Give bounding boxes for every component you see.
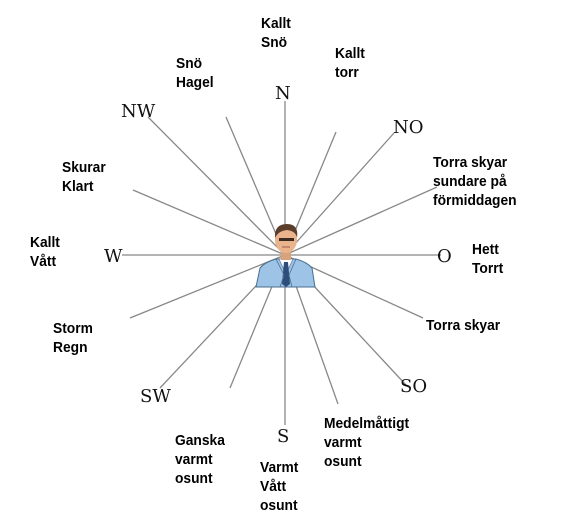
spoke-wnw xyxy=(132,189,286,256)
label-right-upper: Torra skyar sundare på förmiddagen xyxy=(433,154,517,209)
spoke-no xyxy=(284,132,395,256)
compass-no: NO xyxy=(393,117,424,138)
spoke-nw xyxy=(147,116,286,256)
label-bottom-center: Varmt Vått osunt xyxy=(260,459,299,514)
spoke-ene xyxy=(284,186,438,256)
compass-s: S xyxy=(277,426,289,447)
compass-nw: NW xyxy=(121,101,156,122)
label-top-center: Kallt Snö xyxy=(261,15,291,51)
label-left-mid: Kallt Vått xyxy=(30,234,60,270)
compass-n: N xyxy=(275,83,291,104)
label-top-left: Snö Hagel xyxy=(176,55,214,91)
label-left-lower: Storm Regn xyxy=(53,320,93,356)
label-bottom-right: Medelmåttigt varmt osunt xyxy=(324,415,410,470)
label-top-right: Kallt torr xyxy=(335,45,365,81)
label-right-lower: Torra skyar xyxy=(426,317,501,334)
spoke-nne-b xyxy=(225,116,286,256)
spoke-wsw xyxy=(129,254,286,319)
compass-sw: SW xyxy=(140,386,171,407)
label-bottom-left: Ganska varmt osunt xyxy=(175,432,225,487)
compass-w: W xyxy=(104,246,123,267)
compass-o: O xyxy=(437,246,452,267)
compass-so: SO xyxy=(400,376,427,397)
label-left-upper: Skurar Klart xyxy=(62,159,106,195)
label-right-mid: Hett Torrt xyxy=(472,241,504,277)
man-figure-icon xyxy=(255,224,316,288)
